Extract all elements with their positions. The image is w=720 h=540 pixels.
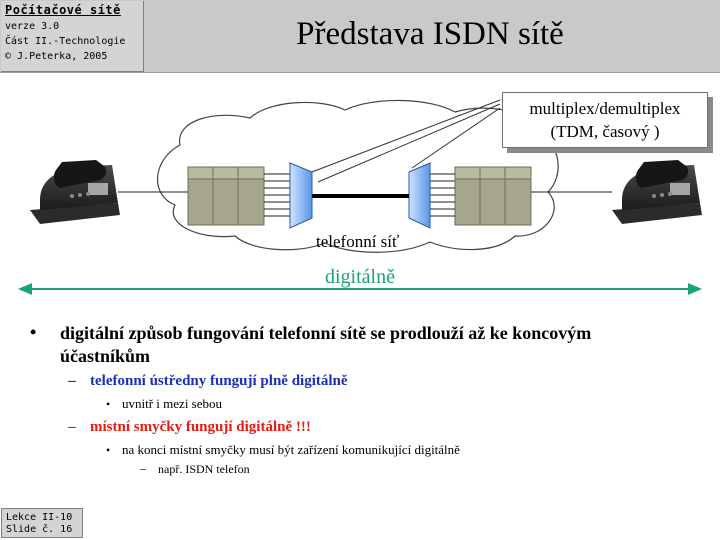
- lecture-label: Lekce II-10: [6, 512, 73, 523]
- bullet-dot: •: [30, 322, 37, 342]
- sub-bullet-dash: –: [68, 372, 76, 389]
- bullet-sub1-1: uvnitř i mezi sebou: [122, 396, 223, 411]
- author-label: © J.Peterka, 2005: [5, 51, 108, 62]
- mux-label-line1: multiplex/demultiplex: [529, 99, 681, 118]
- left-telephone-icon: [30, 160, 120, 224]
- version-label: verze 3.0: [5, 21, 60, 32]
- slide-title: Představa ISDN sítě: [296, 16, 564, 52]
- right-channel-lines: [429, 173, 455, 217]
- bullet-main: digitální způsob fungování telefonní sít…: [60, 323, 592, 366]
- bullet-sub2-1: na konci místní smyčky musí být zařízení…: [122, 442, 460, 457]
- level4-dash: –: [140, 461, 146, 475]
- slide-number: Slide č. 16: [6, 524, 73, 535]
- right-mux-icon: [408, 162, 431, 229]
- digital-label: digitálně: [325, 266, 395, 288]
- isdn-diagram: [18, 99, 702, 295]
- right-exchange-icon: [454, 166, 532, 226]
- mux-label-line2: (TDM, časový ): [550, 122, 660, 141]
- bullet-sub2-1-1: např. ISDN telefon: [158, 462, 250, 476]
- sub-sub-bullet-dot: •: [106, 397, 111, 411]
- slide-footer: Lekce II-10 Slide č. 16: [1, 508, 83, 538]
- right-telephone-icon: [612, 160, 702, 224]
- mux-callout-box: multiplex/demultiplex (TDM, časový ): [502, 92, 708, 148]
- network-label: telefonní síť: [316, 232, 400, 251]
- left-mux-icon: [289, 162, 313, 229]
- left-exchange-icon: [187, 166, 265, 226]
- sub-bullet-dash: –: [68, 418, 76, 435]
- course-title: Počítačové sítě: [5, 3, 121, 17]
- left-channel-lines: [264, 173, 292, 217]
- slide-header: Počítačové sítě verze 3.0 Část II.-Techn…: [0, 0, 720, 73]
- bullet-sub1: telefonní ústředny fungují plně digitáln…: [90, 373, 348, 389]
- course-info-box: Počítačové sítě verze 3.0 Část II.-Techn…: [1, 1, 144, 72]
- bullet-sub2: místní smyčky fungují digitálně !!!: [90, 419, 311, 435]
- mux-callout-lines: [311, 99, 501, 183]
- part-label: Část II.-Technologie: [5, 36, 126, 47]
- sub-sub-bullet-dot: •: [106, 443, 111, 457]
- digital-arrow: [18, 283, 702, 295]
